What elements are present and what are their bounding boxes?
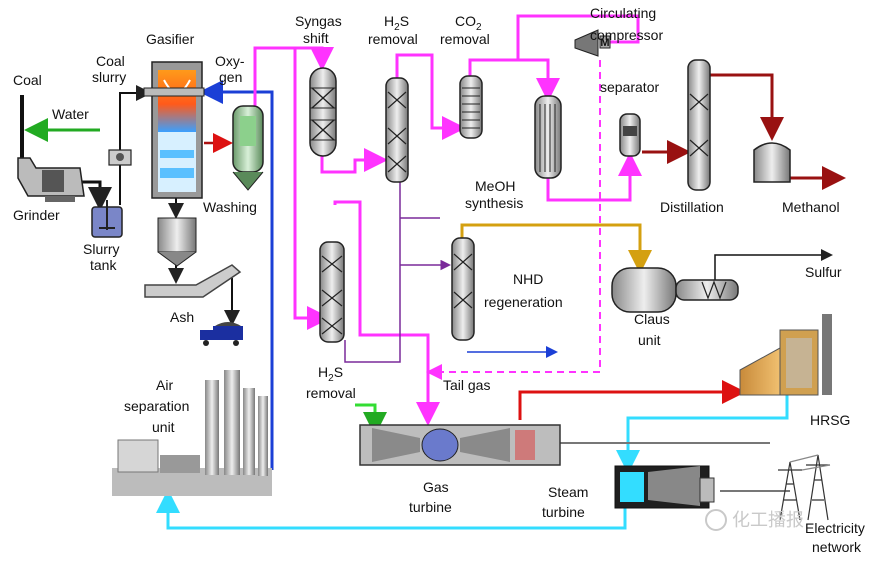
nhd-regeneration-column <box>451 237 475 341</box>
label-electricity-2: network <box>812 539 862 555</box>
label-hrsg: HRSG <box>810 412 850 428</box>
label-syngas-shift-2: shift <box>303 30 329 46</box>
electricity-pylons <box>778 454 831 521</box>
claus-unit <box>611 267 739 313</box>
label-co2-removal-2: removal <box>440 31 490 47</box>
label-ash: Ash <box>170 309 194 325</box>
label-gasifier: Gasifier <box>146 31 195 47</box>
label-coal-slurry-2: slurry <box>92 69 126 85</box>
label-grinder: Grinder <box>13 207 60 223</box>
label-co2-removal: CO2 <box>455 13 482 33</box>
watermark-text: 化工播报 <box>732 510 804 530</box>
label-water: Water <box>52 106 89 122</box>
distillation-column <box>687 59 711 191</box>
hrsg <box>739 314 832 396</box>
ash-conveyor <box>144 264 242 298</box>
grinder <box>17 157 85 202</box>
label-syngas-shift-1: Syngas <box>295 13 342 29</box>
co2-removal-column <box>459 75 483 139</box>
label-h2s-removal-bottom: H2S <box>318 364 343 384</box>
label-steam-turbine-1: Steam <box>548 484 588 500</box>
process-lines <box>20 14 846 530</box>
label-nhd-1: NHD <box>513 271 543 287</box>
washing-column <box>232 105 264 191</box>
ash-truck <box>200 322 243 346</box>
slurry-tank <box>91 200 123 238</box>
label-oxygen-2: gen <box>219 69 242 85</box>
label-gas-turbine-1: Gas <box>423 479 449 495</box>
label-air-sep-1: Air <box>156 377 173 393</box>
label-coal: Coal <box>13 72 42 88</box>
svg-text:M: M <box>600 37 609 49</box>
syngas-shift-reactor <box>309 67 337 157</box>
methanol-tank <box>753 142 791 183</box>
label-oxygen-1: Oxy- <box>215 53 245 69</box>
label-coal-slurry-1: Coal <box>96 53 125 69</box>
label-circ-comp-1: Circulating <box>590 5 656 21</box>
label-slurry-tank-2: tank <box>90 257 117 273</box>
label-steam-turbine-2: turbine <box>542 504 585 520</box>
label-distillation: Distillation <box>660 199 724 215</box>
label-air-sep-2: separation <box>124 398 189 414</box>
separator-vessel <box>619 113 641 157</box>
slurry-pump <box>108 149 132 166</box>
label-meoh-2: synthesis <box>465 195 523 211</box>
label-slurry-tank-1: Slurry <box>83 241 120 257</box>
meoh-synthesis-reactor <box>534 95 562 179</box>
label-meoh-1: MeOH <box>475 178 515 194</box>
label-air-sep-3: unit <box>152 419 175 435</box>
label-washing: Washing <box>203 199 257 215</box>
label-claus-2: unit <box>638 332 661 348</box>
watermark: 化工播报 <box>705 509 804 531</box>
circulating-compressor: M <box>574 29 611 57</box>
label-tail-gas: Tail gas <box>443 377 490 393</box>
gas-turbine <box>359 424 561 466</box>
air-separation-unit <box>112 370 272 496</box>
label-circ-comp-2: compressor <box>590 27 663 43</box>
label-claus-1: Claus <box>634 311 670 327</box>
label-gas-turbine-2: turbine <box>409 499 452 515</box>
h2s-removal-top-column <box>385 77 409 183</box>
steam-turbine <box>614 465 715 509</box>
label-h2s-removal-top: H2S <box>384 13 409 33</box>
label-nhd-2: regeneration <box>484 294 563 310</box>
ash-bin <box>157 217 197 267</box>
label-electricity-1: Electricity <box>805 520 865 536</box>
h2s-removal-bottom-column <box>319 241 345 343</box>
labels: Coal Water Grinder Coal slurry Slurry ta… <box>13 5 865 555</box>
label-h2s-removal-bottom-2: removal <box>306 385 356 401</box>
label-methanol: Methanol <box>782 199 840 215</box>
label-h2s-removal-top-2: removal <box>368 31 418 47</box>
label-sulfur: Sulfur <box>805 264 842 280</box>
label-separator: separator <box>600 79 659 95</box>
gasifier <box>143 61 205 199</box>
